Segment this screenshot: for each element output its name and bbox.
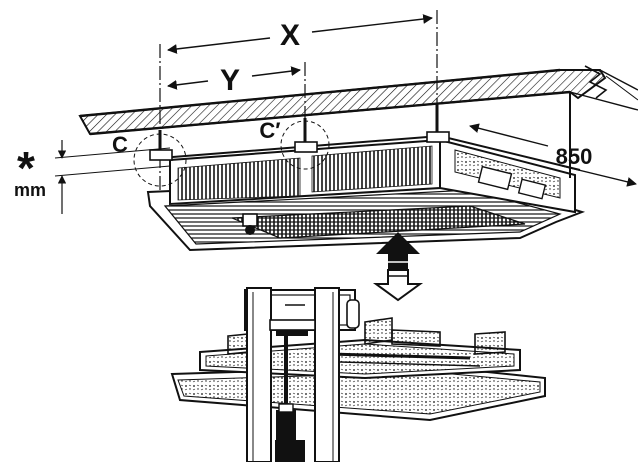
depth-dimension: 850	[469, 123, 637, 187]
asterisk-label: *	[17, 142, 35, 194]
detail-c-label: C	[112, 132, 128, 157]
lift-mast	[244, 287, 360, 462]
air-unit	[146, 92, 586, 252]
dimension-y-label: Y	[220, 64, 240, 97]
dimension-y: Y	[167, 62, 306, 165]
clearance-dimension: * mm	[14, 140, 171, 214]
ceiling-slab	[78, 65, 638, 136]
detail-c: C	[112, 132, 187, 187]
lift-arrow-icon	[372, 232, 424, 302]
depth-label: 850	[556, 144, 593, 169]
dimension-x: X	[159, 10, 438, 200]
mm-label: mm	[14, 180, 46, 200]
lift-platform	[170, 317, 546, 422]
dimension-x-label: X	[280, 19, 300, 52]
detail-c-prime: C′	[259, 118, 330, 170]
detail-c-prime-label: C′	[259, 118, 280, 143]
